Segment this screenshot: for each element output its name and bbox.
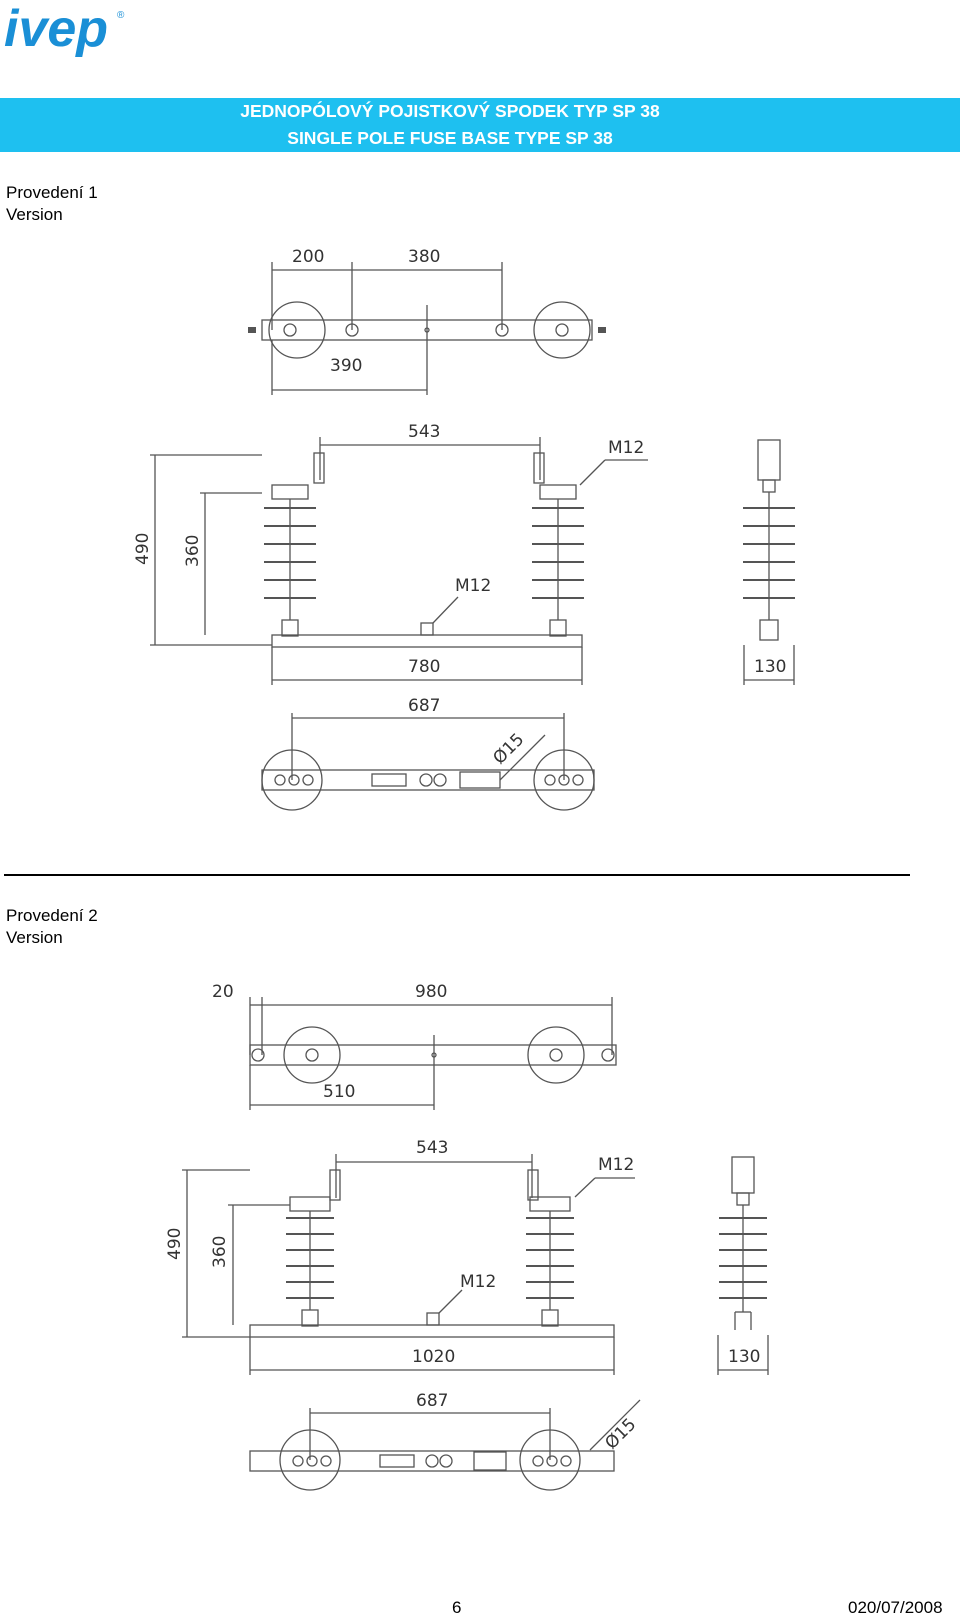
dim-687: 687: [416, 1391, 448, 1411]
section-divider: [4, 874, 910, 876]
dim-130: 130: [754, 657, 786, 677]
logo-text: ivep: [4, 2, 108, 58]
dim-490: 490: [133, 533, 153, 565]
page-number: 6: [452, 1598, 462, 1617]
dim-687: 687: [408, 696, 440, 716]
dim-m12-top: M12: [608, 438, 644, 458]
dim-380: 380: [408, 247, 440, 267]
dim-m12-top: M12: [598, 1155, 634, 1175]
version2-drawing: 20 980 510 543 M12 490 360 M12 1020 130 …: [165, 982, 769, 1491]
dim-20: 20: [212, 982, 234, 1002]
dim-hole: Ø15: [601, 1415, 640, 1454]
date: 020/07/2008: [848, 1598, 943, 1617]
title-banner: JEDNOPÓLOVÝ POJISTKOVÝ SPODEK TYP SP 38 …: [0, 98, 960, 152]
dim-130: 130: [728, 1347, 760, 1367]
dim-510: 510: [323, 1082, 355, 1102]
section2-label-cz: Provedení 2: [6, 906, 98, 925]
section2-label: Provedení 2 Version: [6, 905, 98, 949]
dim-360: 360: [210, 1236, 230, 1268]
dim-m12-base: M12: [455, 576, 491, 596]
insulator-sheds: [286, 1217, 767, 1299]
dim-1020: 1020: [412, 1347, 455, 1367]
ivep-logo: ivep ®: [4, 2, 125, 58]
section1-label-cz: Provedení 1: [6, 183, 98, 202]
dim-543: 543: [408, 422, 440, 442]
dim-543: 543: [416, 1138, 448, 1158]
dim-200: 200: [292, 247, 324, 267]
dim-390: 390: [330, 356, 362, 376]
title-czech: JEDNOPÓLOVÝ POJISTKOVÝ SPODEK TYP SP 38: [240, 101, 660, 121]
dim-hole: Ø15: [489, 730, 528, 769]
insulator-sheds: [264, 507, 795, 599]
dim-490: 490: [165, 1228, 185, 1260]
section2-label-en: Version: [6, 928, 63, 947]
section1-label: Provedení 1 Version: [6, 182, 98, 226]
section1-label-en: Version: [6, 205, 63, 224]
dim-360: 360: [183, 535, 203, 567]
dim-980: 980: [415, 982, 447, 1002]
registered-mark: ®: [117, 10, 125, 21]
title-english: SINGLE POLE FUSE BASE TYPE SP 38: [287, 128, 613, 148]
version1-drawing: 200 380 390 543 M12 490 360 M12 780 130 …: [133, 247, 795, 811]
dim-780: 780: [408, 657, 440, 677]
dim-m12-base: M12: [460, 1272, 496, 1292]
